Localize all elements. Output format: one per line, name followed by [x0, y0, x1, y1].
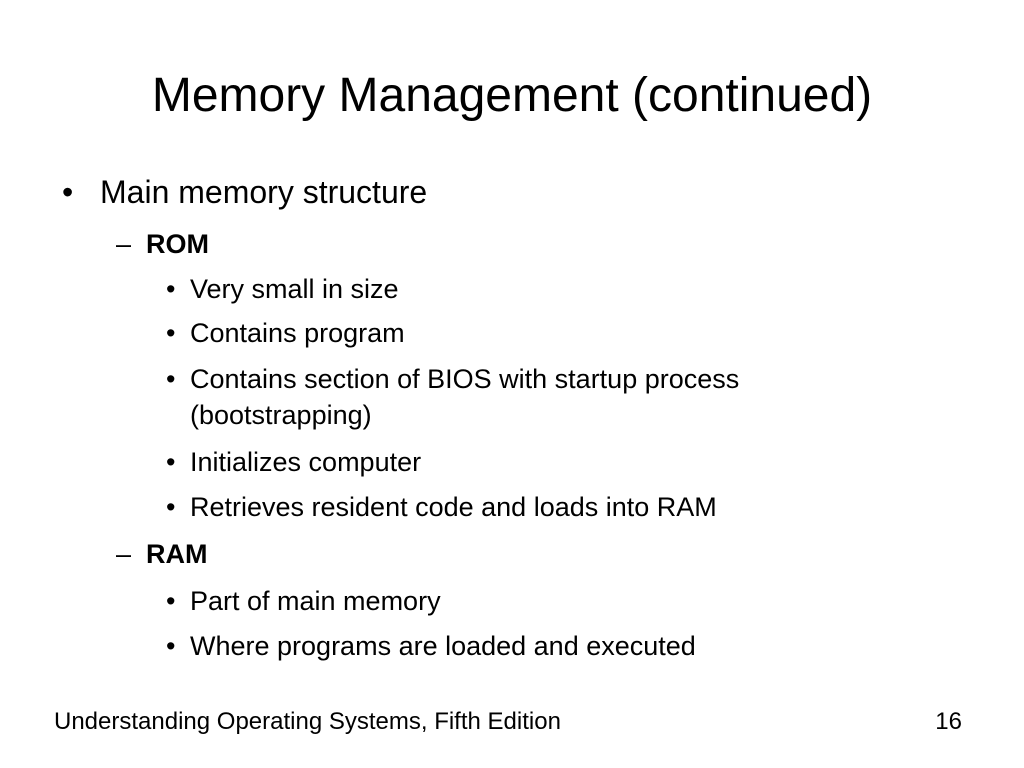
bullet-main-memory-structure: Main memory structure: [100, 174, 428, 210]
footer-page-number: 16: [935, 708, 962, 735]
rom-item: Contains program: [190, 318, 405, 348]
bullet-marker: •: [166, 318, 176, 348]
dash-marker: –: [116, 539, 132, 569]
rom-item: Contains section of BIOS with startup pr…: [190, 364, 740, 394]
bullet-marker: •: [166, 364, 176, 394]
ram-item: Where programs are loaded and executed: [190, 631, 696, 661]
bullet-marker: •: [166, 492, 176, 522]
ram-item: Part of main memory: [190, 586, 441, 616]
subheading-rom: ROM: [146, 229, 209, 259]
rom-item: Retrieves resident code and loads into R…: [190, 492, 717, 522]
slide-title: Memory Management (continued): [151, 69, 873, 122]
footer-book-title: Understanding Operating Systems, Fifth E…: [54, 708, 561, 735]
bullet-marker: •: [166, 447, 176, 477]
bullet-marker: •: [62, 174, 74, 210]
bullet-marker: •: [166, 586, 176, 616]
dash-marker: –: [116, 229, 132, 259]
bullet-marker: •: [166, 631, 176, 661]
bullet-marker: •: [166, 274, 176, 304]
rom-item: Initializes computer: [190, 447, 422, 477]
rom-item: Very small in size: [190, 274, 399, 304]
rom-item-continuation: (bootstrapping): [190, 400, 372, 430]
subheading-ram: RAM: [146, 539, 208, 569]
